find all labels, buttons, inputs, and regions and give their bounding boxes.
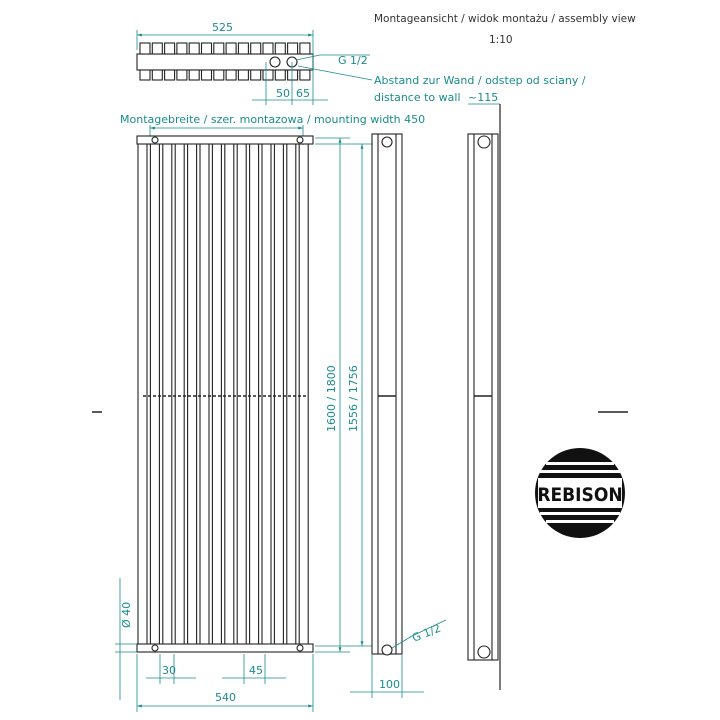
depth-100-label: 100 [379, 678, 400, 691]
spacing-50-label: 50 [276, 87, 290, 100]
side-view [371, 133, 403, 656]
width-540-label: 540 [215, 691, 236, 704]
height-pipe-label: 1556 / 1756 [347, 365, 360, 432]
spacing-65-label: 65 [296, 87, 310, 100]
top-view [136, 30, 373, 105]
spacing-45-label: 45 [249, 664, 263, 677]
rebison-logo: REBISON [535, 448, 625, 538]
spacing-30-label: 30 [162, 664, 176, 677]
wall-note-line1: Abstand zur Wand / odstep od sciany / [374, 74, 586, 87]
thread-top-label: G 1/2 [338, 54, 368, 67]
wall-note-line2: distance to wall [374, 91, 461, 104]
scale-text: 1:10 [489, 34, 513, 46]
title-text: Montageansicht / widok montażu / assembl… [374, 13, 636, 25]
mounting-width-label: Montagebreite / szer. montazowa / mounti… [120, 113, 425, 126]
front-view [92, 135, 628, 653]
wall-distance-value: ~115 [468, 91, 498, 104]
width-525-label: 525 [212, 21, 233, 34]
wall-view [467, 104, 501, 690]
thread-bottom-label: G 1/2 [410, 622, 442, 645]
logo-text: REBISON [537, 484, 622, 506]
diameter-40-label: Ø 40 [120, 602, 133, 628]
height-total-label: 1600 / 1800 [325, 365, 338, 432]
